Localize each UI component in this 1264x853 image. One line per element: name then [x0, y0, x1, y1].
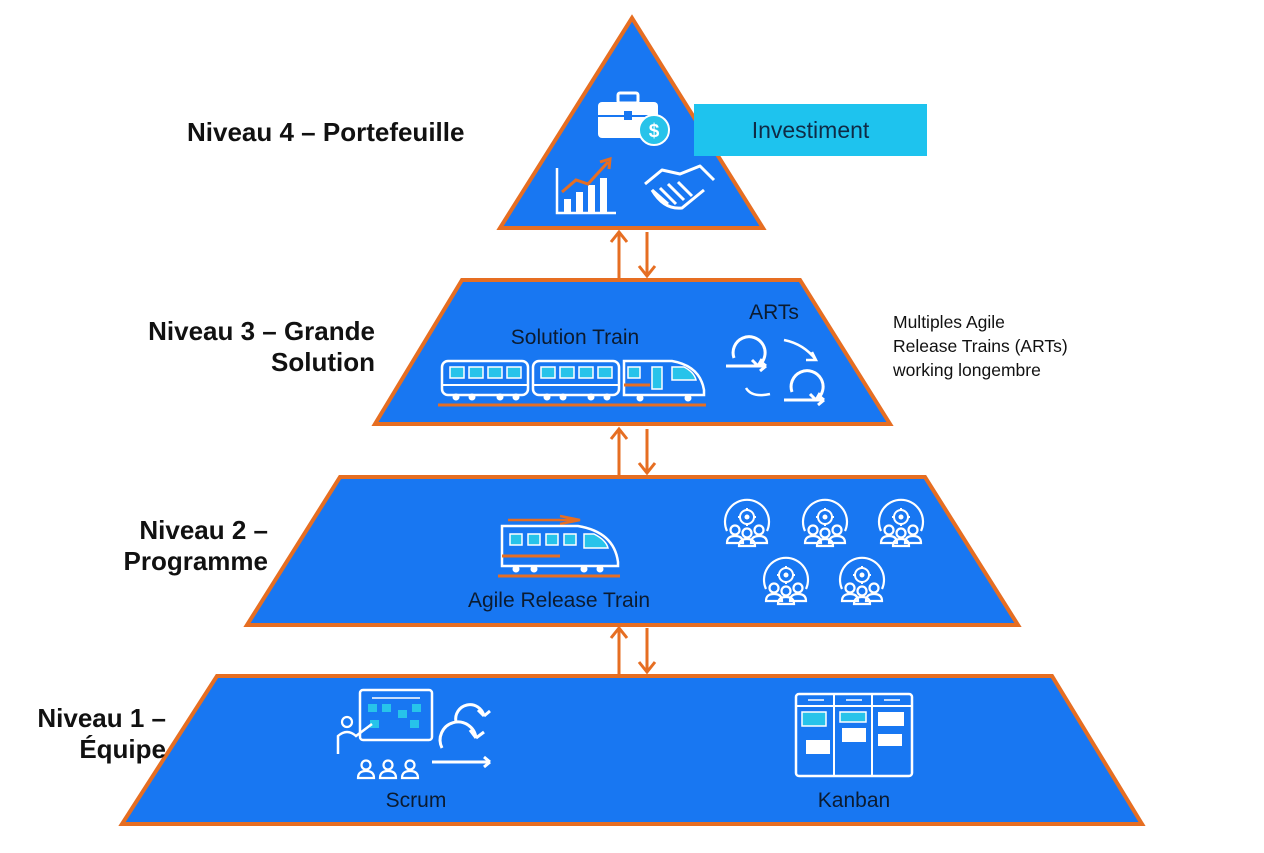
level1-trapezoid	[118, 674, 1146, 826]
level4-label-line1: Niveau 4 – Portefeuille	[187, 117, 465, 147]
level3-label-line2: Solution	[271, 347, 375, 377]
agile-cycle-icon	[432, 703, 491, 769]
growth-chart-icon	[555, 156, 616, 215]
level4-label: Niveau 4 – Portefeuille	[187, 117, 464, 148]
kanban-board-icon	[794, 692, 914, 778]
train-icon	[438, 359, 706, 407]
level2-trapezoid	[243, 475, 1022, 627]
level3-label-line1: Niveau 3 – Grande	[148, 316, 375, 346]
level3-note-line2: Release Trains (ARTs)	[893, 336, 1068, 356]
level2-label: Niveau 2 – Programme	[110, 515, 269, 577]
handshake-icon	[644, 164, 716, 210]
level3-trapezoid	[371, 278, 894, 426]
train-icon	[498, 514, 620, 578]
level2-label-line1: Niveau 2 –	[139, 515, 268, 545]
level1-label-line2: Équipe	[79, 734, 166, 764]
solution-train-label: Solution Train	[511, 326, 639, 349]
kanban-label: Kanban	[818, 789, 890, 812]
level3-note-line3: working longembre	[893, 360, 1041, 380]
agile-cycle-icon	[724, 335, 826, 407]
arts-label: ARTs	[749, 301, 799, 324]
level3-label: Niveau 3 – Grande Solution	[138, 316, 375, 378]
level2-label-line2: Programme	[123, 546, 269, 576]
agile-release-train-label: Agile Release Train	[468, 589, 650, 612]
bidirectional-arrow-icon	[609, 426, 657, 476]
level3-note-line1: Multiples Agile	[893, 312, 1005, 332]
scrum-label: Scrum	[386, 789, 447, 812]
svg-text:$: $	[649, 121, 660, 142]
investment-callout: Investiment	[694, 104, 927, 156]
level1-label-line1: Niveau 1 –	[37, 703, 166, 733]
level3-note: Multiples Agile Release Trains (ARTs) wo…	[893, 310, 1068, 382]
briefcase-dollar-icon: $	[598, 91, 670, 146]
level1-label: Niveau 1 – Équipe	[26, 703, 166, 765]
bidirectional-arrow-icon	[609, 229, 657, 279]
bidirectional-arrow-icon	[609, 625, 657, 675]
presenter-board-icon	[336, 688, 434, 780]
